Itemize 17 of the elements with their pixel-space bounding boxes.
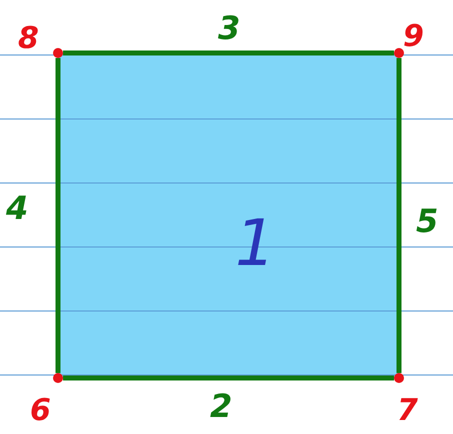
edge-label: 3	[218, 12, 240, 44]
edge-label: 2	[210, 390, 232, 422]
square-side	[56, 58, 60, 373]
vertex-number: 6	[30, 396, 51, 426]
edge-label: 4	[6, 192, 28, 224]
vertex-number: 7	[397, 396, 418, 426]
vertex-dot	[394, 373, 404, 383]
vertex-dot	[53, 48, 63, 58]
square-side	[396, 58, 402, 373]
vertex-number: 8	[18, 24, 39, 54]
square-side	[63, 50, 394, 56]
square-side	[63, 376, 394, 380]
vertex-dot	[53, 373, 63, 383]
vertex-dot	[394, 48, 404, 58]
vertex-number: 9	[403, 22, 424, 52]
edge-label: 5	[416, 205, 438, 237]
face-number: 1	[235, 212, 276, 276]
